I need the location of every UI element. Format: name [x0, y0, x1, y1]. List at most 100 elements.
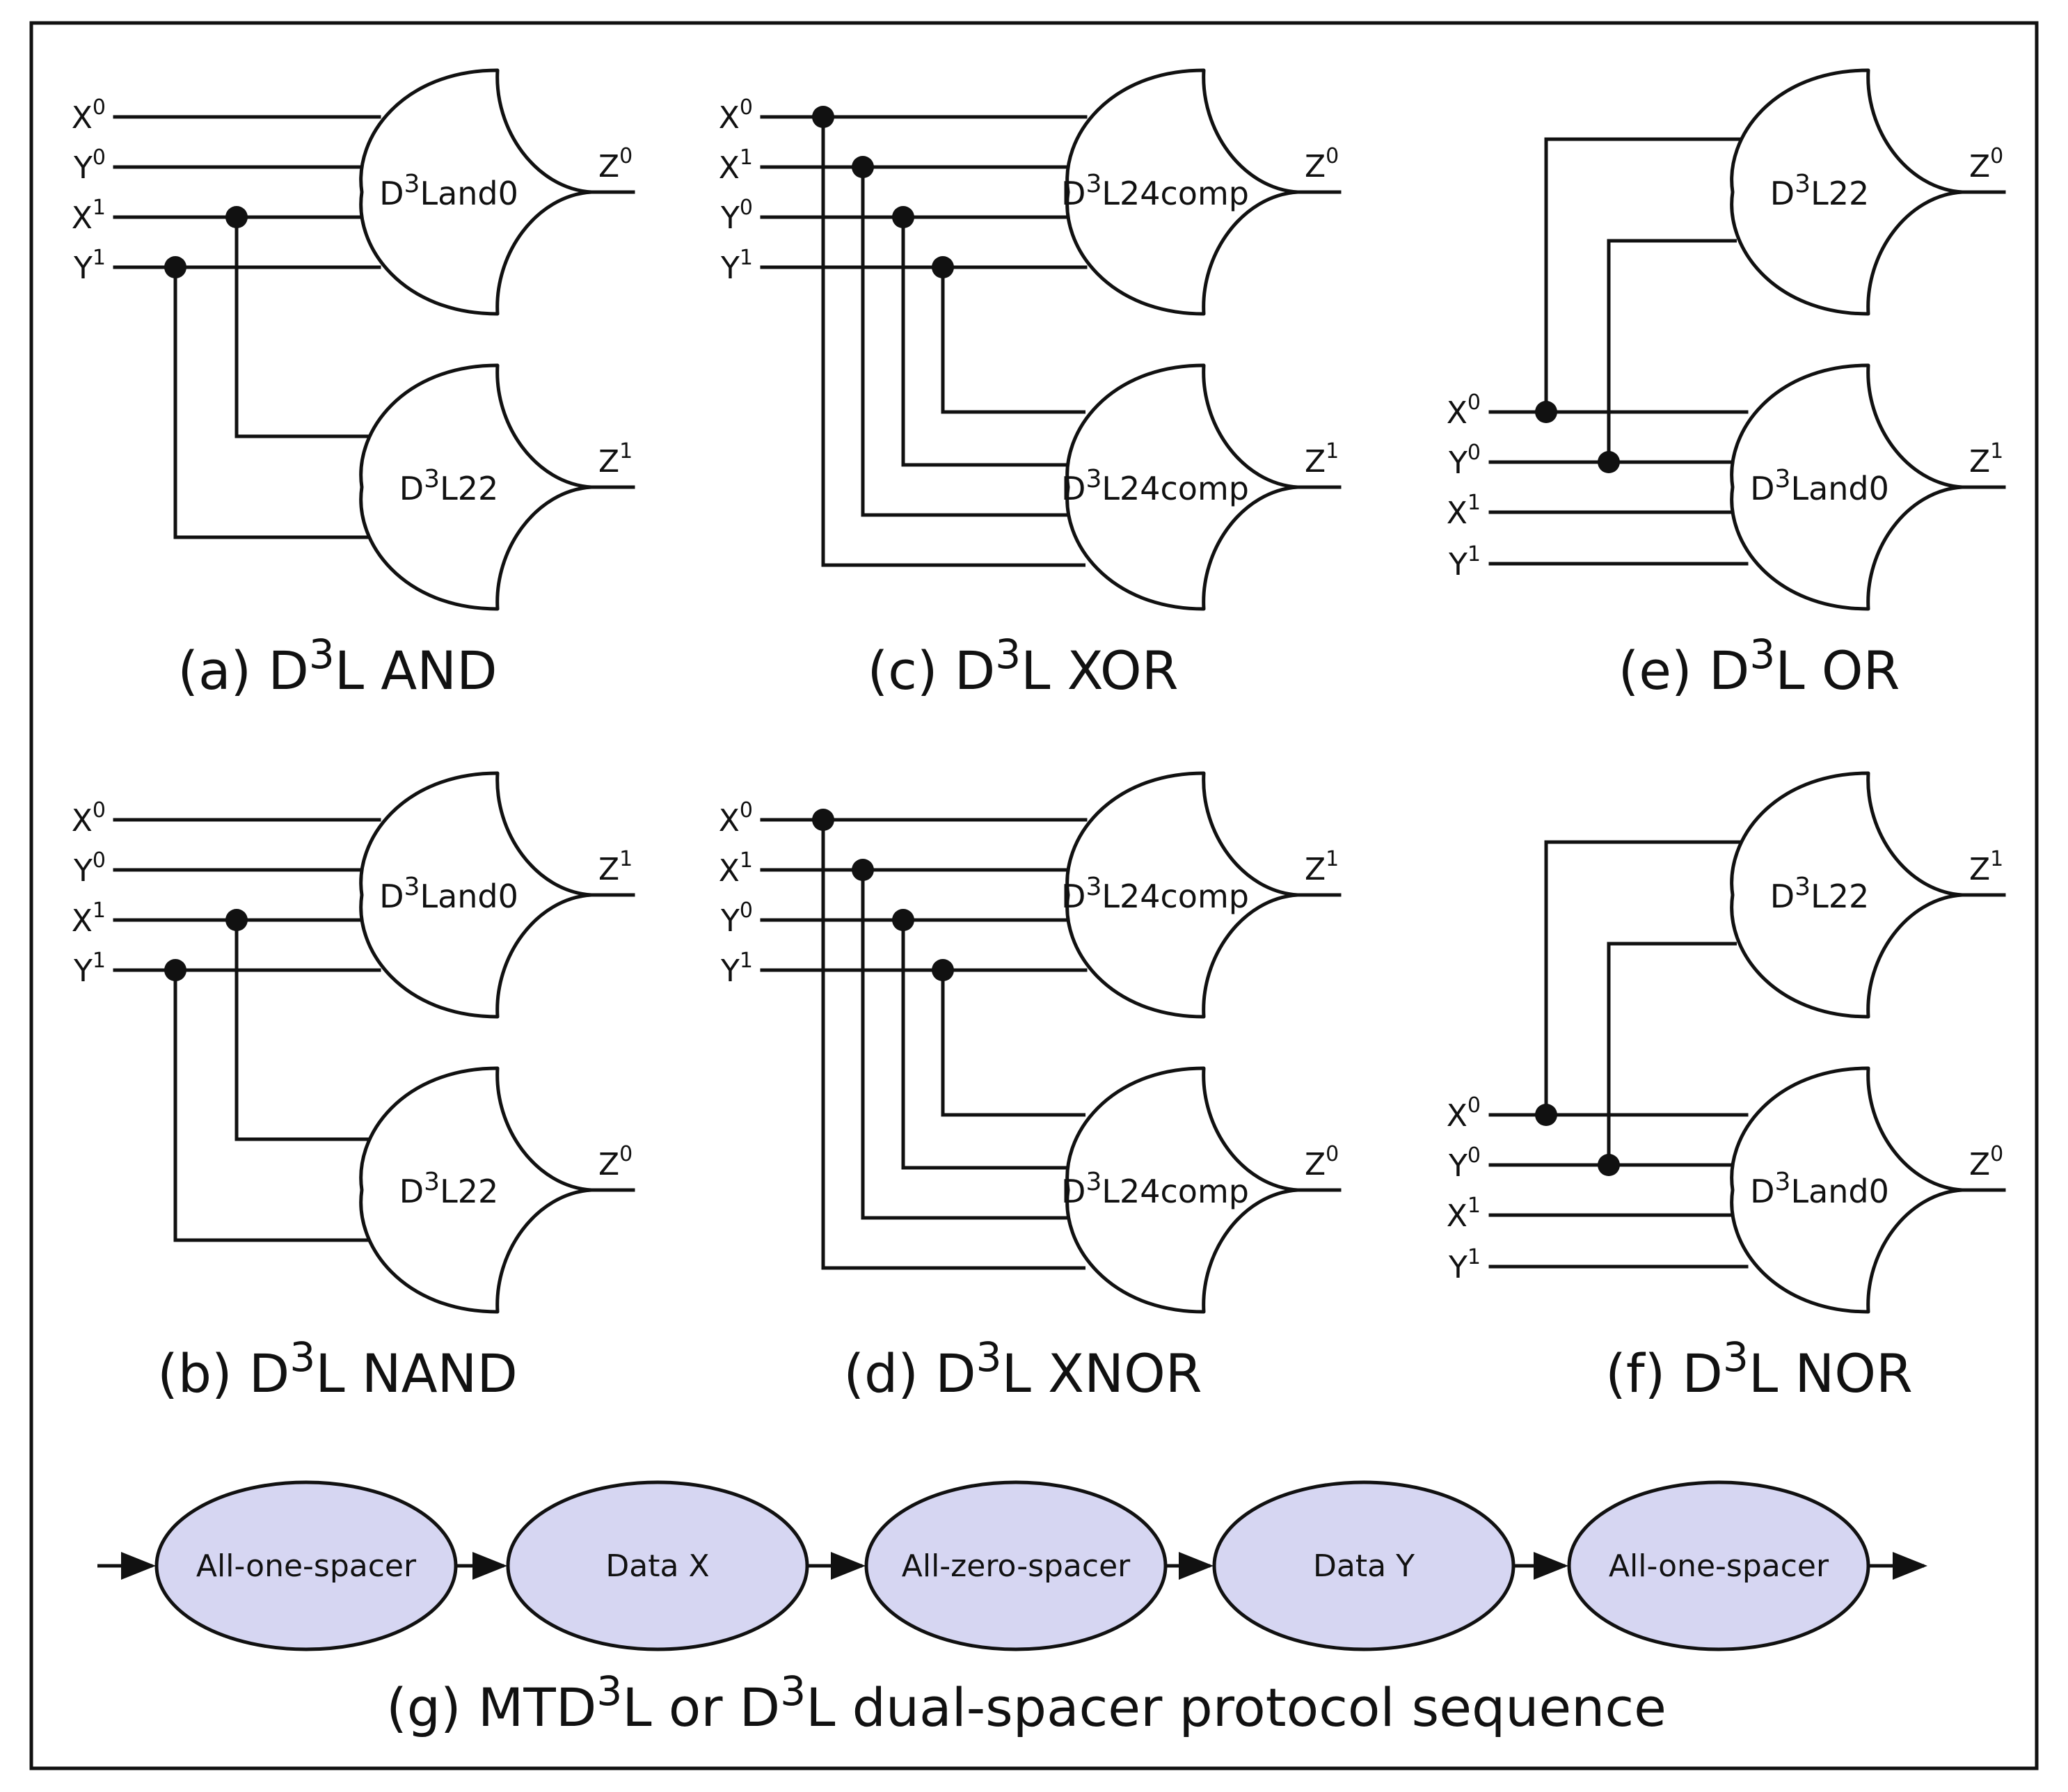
- input-sup: 0: [1468, 1143, 1481, 1168]
- wire: [173, 970, 379, 1242]
- caption-space: [938, 640, 955, 701]
- input-sup: 0: [740, 95, 753, 120]
- input-name: X: [719, 100, 740, 136]
- input-name: X: [72, 903, 93, 939]
- state-label: Data X: [605, 1548, 709, 1584]
- caption-space: [1692, 640, 1709, 701]
- gate-label-sup: 3: [404, 170, 420, 198]
- input-name: Y: [720, 200, 740, 236]
- caption-space: [918, 1342, 935, 1404]
- gate-label-rest: L24comp: [1101, 878, 1249, 915]
- output-sup: 1: [1990, 847, 2003, 871]
- caption-rest: L XOR: [1021, 640, 1178, 701]
- gate-label-sup: 3: [1775, 1168, 1791, 1196]
- input-sup: 1: [740, 949, 753, 973]
- input-label: X1: [72, 898, 106, 939]
- input-sup: 1: [93, 949, 106, 973]
- protocol-caption-prefix: (g) MTD: [386, 1676, 596, 1738]
- gate-body: [1065, 68, 1300, 316]
- junction-dot: [1598, 451, 1620, 473]
- wire: [1607, 239, 1737, 462]
- caption-sup: 3: [1723, 1333, 1749, 1381]
- gate-label-sup: 3: [1775, 465, 1791, 493]
- input-label: Y1: [720, 246, 753, 286]
- input-label: Y0: [1448, 441, 1481, 481]
- input-sup: 0: [93, 798, 106, 823]
- input-name: Y: [720, 903, 740, 939]
- input-name: Y: [720, 251, 740, 286]
- output-label: Z1: [1969, 847, 2003, 887]
- gate-label-base: D: [379, 175, 404, 212]
- gate-body: [359, 771, 594, 1019]
- input-sup: 1: [1468, 542, 1481, 566]
- wire: [821, 820, 1085, 1270]
- wire: [861, 167, 1085, 517]
- gate-label: D3L22: [1770, 170, 1870, 212]
- input-label: X0: [1447, 390, 1481, 431]
- wire: [861, 870, 1085, 1220]
- input-label: X1: [719, 848, 753, 889]
- input-label: Y1: [1448, 542, 1481, 582]
- input-sup: 0: [740, 196, 753, 220]
- input-label: X1: [72, 196, 106, 236]
- junction-dot: [932, 256, 954, 278]
- gate-label: D3Land0: [379, 170, 518, 212]
- gate-label-base: D: [379, 878, 404, 915]
- output-label: Z1: [1305, 847, 1339, 887]
- gate-label-base: D: [1750, 470, 1774, 507]
- input-name: X: [72, 803, 93, 839]
- input-label: Y0: [720, 898, 753, 939]
- gate-body: [359, 363, 594, 611]
- input-name: Y: [73, 150, 93, 186]
- gate-label: D3Land0: [1750, 465, 1889, 507]
- junction-dot: [225, 909, 248, 931]
- gate-label-rest: Land0: [1790, 1173, 1888, 1210]
- panel-caption: (f) D3L NOR: [1605, 1333, 1913, 1404]
- output-label: Z0: [598, 144, 633, 184]
- input-sup: 1: [93, 196, 106, 220]
- gate-label-sup: 3: [424, 465, 440, 493]
- wire: [234, 217, 372, 438]
- state-label: Data Y: [1313, 1548, 1415, 1584]
- output-name: Z: [598, 149, 619, 184]
- output-name: Z: [1305, 149, 1326, 184]
- junction-dot: [164, 959, 186, 981]
- input-label: Y0: [73, 145, 106, 186]
- wire: [173, 267, 379, 539]
- gate-label: D3L24comp: [1061, 170, 1249, 212]
- junction-dot: [164, 256, 186, 278]
- input-name: X: [719, 150, 740, 186]
- junction-dot: [892, 909, 914, 931]
- wire: [901, 920, 1085, 1170]
- caption-sup: 3: [1749, 631, 1775, 678]
- gate-label-base: D: [1061, 175, 1085, 212]
- caption-sup: 3: [309, 631, 335, 678]
- protocol-caption-mid: L or D: [622, 1676, 780, 1738]
- gate-label: D3Land0: [379, 873, 518, 915]
- output-label: Z0: [1305, 144, 1339, 184]
- state-label: All-one-spacer: [1609, 1548, 1829, 1584]
- output-name: Z: [598, 444, 619, 479]
- gate-label-rest: L22: [440, 470, 498, 507]
- junction-dot: [225, 206, 248, 228]
- input-name: Y: [720, 953, 740, 989]
- gate-label-rest: L24comp: [1101, 1173, 1249, 1210]
- input-label: X0: [719, 95, 753, 136]
- output-label: Z1: [1305, 439, 1339, 479]
- caption-rest: L OR: [1775, 640, 1900, 701]
- wire: [941, 267, 1085, 414]
- gate-label-sup: 3: [424, 1168, 440, 1196]
- wire: [1544, 137, 1747, 412]
- input-sup: 0: [740, 798, 753, 823]
- output-sup: 1: [1326, 439, 1339, 463]
- panel-caption: (d) D3L XNOR: [843, 1333, 1202, 1404]
- output-name: Z: [598, 1147, 619, 1182]
- caption-rest: L NAND: [315, 1342, 518, 1404]
- gate-label: D3L24comp: [1061, 465, 1249, 507]
- input-sup: 0: [93, 145, 106, 170]
- junction-dot: [1535, 1104, 1557, 1126]
- output-sup: 0: [1326, 1142, 1339, 1166]
- gate-label-sup: 3: [1795, 170, 1811, 198]
